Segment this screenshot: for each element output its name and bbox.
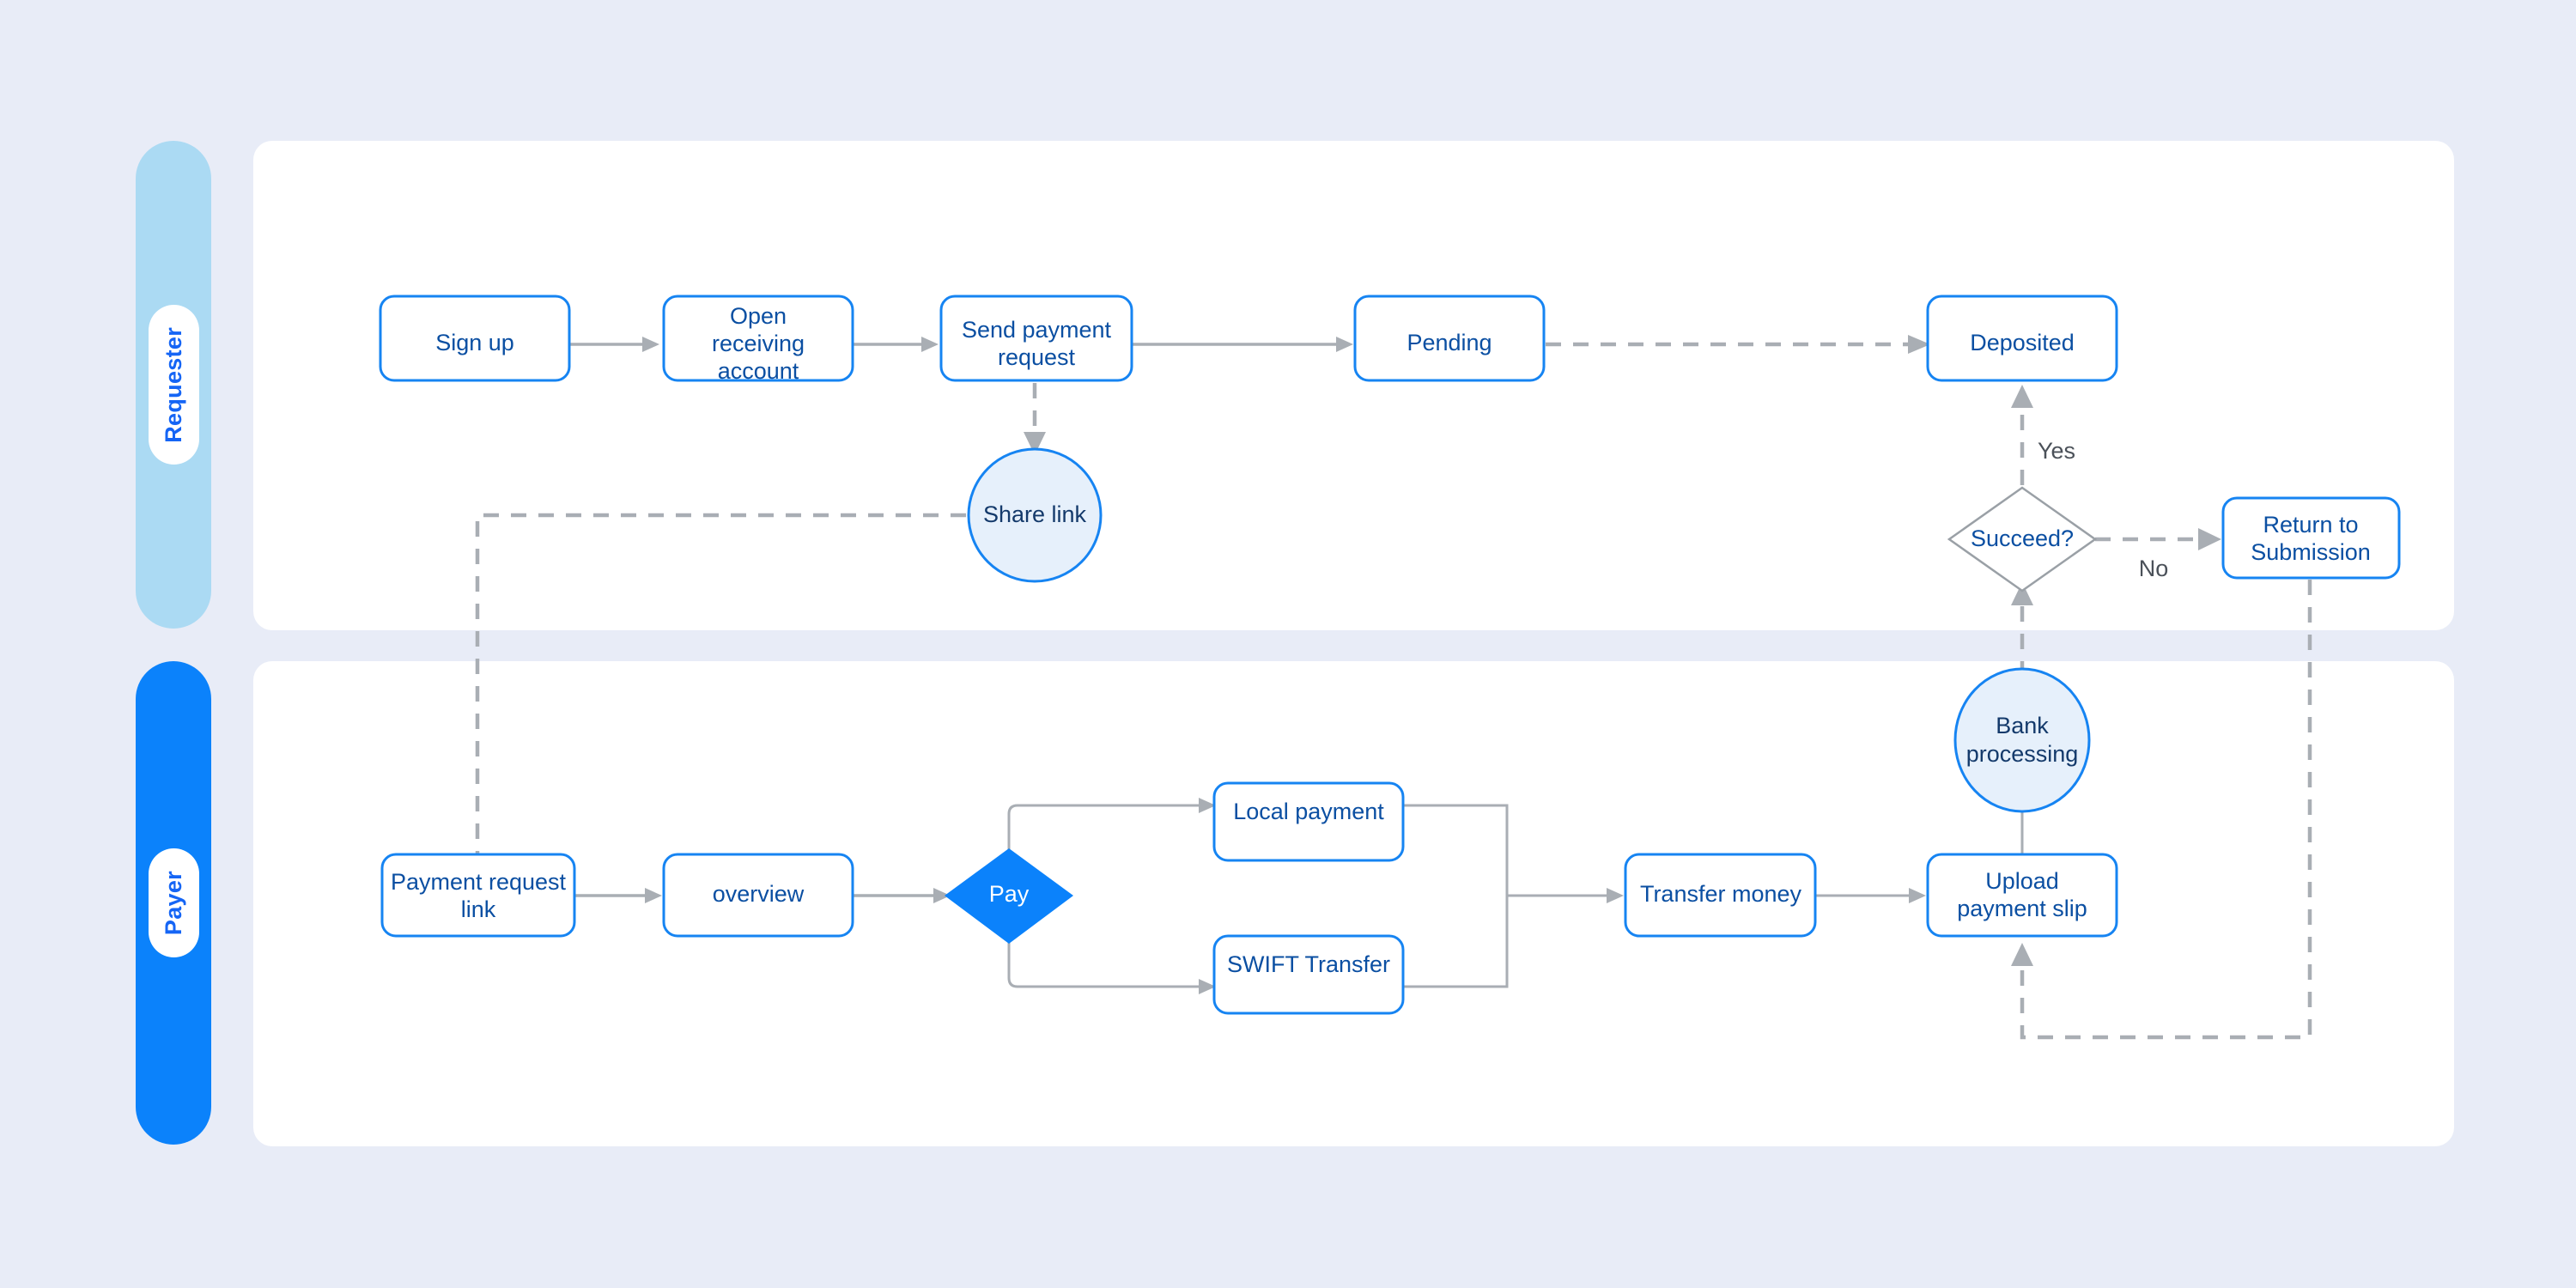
node-payment-request-link[interactable]: Payment request link — [380, 853, 576, 938]
node-label-pay: Pay — [989, 881, 1030, 907]
node-local-payment[interactable]: Local payment — [1212, 781, 1405, 862]
node-return-to-submission[interactable]: Return to Submission — [2221, 496, 2401, 580]
node-label-overview: overview — [713, 881, 805, 907]
node-label-local-payment: Local payment — [1233, 799, 1384, 824]
lane-label-pill-payer: Payer — [148, 848, 199, 958]
node-sign-up[interactable]: Sign up — [379, 295, 571, 382]
node-label-payment-request-link-line1: Payment request — [391, 869, 567, 895]
node-upload-payment-slip[interactable]: Upload payment slip — [1926, 853, 2118, 938]
node-label-swift-transfer: SWIFT Transfer — [1227, 951, 1390, 977]
node-label-open-receiving-account-line2: receiving — [712, 331, 805, 356]
node-label-send-payment-request-line2: request — [998, 344, 1076, 370]
node-label-open-receiving-account-line1: Open — [730, 303, 787, 329]
node-label-return-to-submission-line2: Submission — [2251, 539, 2371, 565]
node-label-bank-processing-line1: Bank — [1996, 713, 2049, 738]
node-label-return-to-submission-line1: Return to — [2263, 512, 2358, 538]
lane-bar-payer: Payer — [136, 661, 211, 1145]
node-label-upload-payment-slip-line1: Upload — [1985, 868, 2059, 894]
lane-bar-requester: Requester — [136, 141, 211, 629]
node-succeed-decision[interactable]: Succeed? — [1947, 486, 2098, 592]
node-pay-decision[interactable]: Pay — [945, 848, 1073, 944]
lane-label-requester: Requester — [160, 326, 186, 443]
node-label-bank-processing-line2: processing — [1966, 741, 2079, 767]
node-pending[interactable]: Pending — [1353, 295, 1546, 382]
node-label-upload-payment-slip-line2: payment slip — [1957, 896, 2087, 921]
node-share-link[interactable]: Share link — [967, 447, 1103, 583]
node-deposited[interactable]: Deposited — [1926, 295, 2118, 382]
node-label-pending: Pending — [1406, 330, 1492, 355]
lane-label-pill-requester: Requester — [148, 304, 199, 465]
node-label-share-link: Share link — [983, 501, 1087, 527]
node-label-sign-up: Sign up — [435, 330, 514, 355]
node-label-send-payment-request-line1: Send payment — [962, 317, 1112, 343]
node-label-payment-request-link-line2: link — [461, 896, 496, 922]
node-transfer-money[interactable]: Transfer money — [1624, 853, 1817, 938]
node-send-payment-request[interactable]: Send payment request — [939, 295, 1133, 382]
lane-panel-payer — [253, 661, 2454, 1146]
lane-label-payer: Payer — [160, 870, 186, 936]
node-label-succeed: Succeed? — [1971, 526, 2074, 551]
node-overview[interactable]: overview — [662, 853, 854, 938]
node-label-open-receiving-account-line3: account — [718, 358, 799, 384]
node-bank-processing[interactable]: Bank processing — [1953, 667, 2091, 813]
node-label-deposited: Deposited — [1970, 330, 2075, 355]
node-label-transfer-money: Transfer money — [1640, 881, 1802, 907]
lane-panel-requester — [253, 141, 2454, 630]
node-open-receiving-account[interactable]: Open receiving account — [662, 295, 854, 384]
node-swift-transfer[interactable]: SWIFT Transfer — [1212, 934, 1405, 1015]
